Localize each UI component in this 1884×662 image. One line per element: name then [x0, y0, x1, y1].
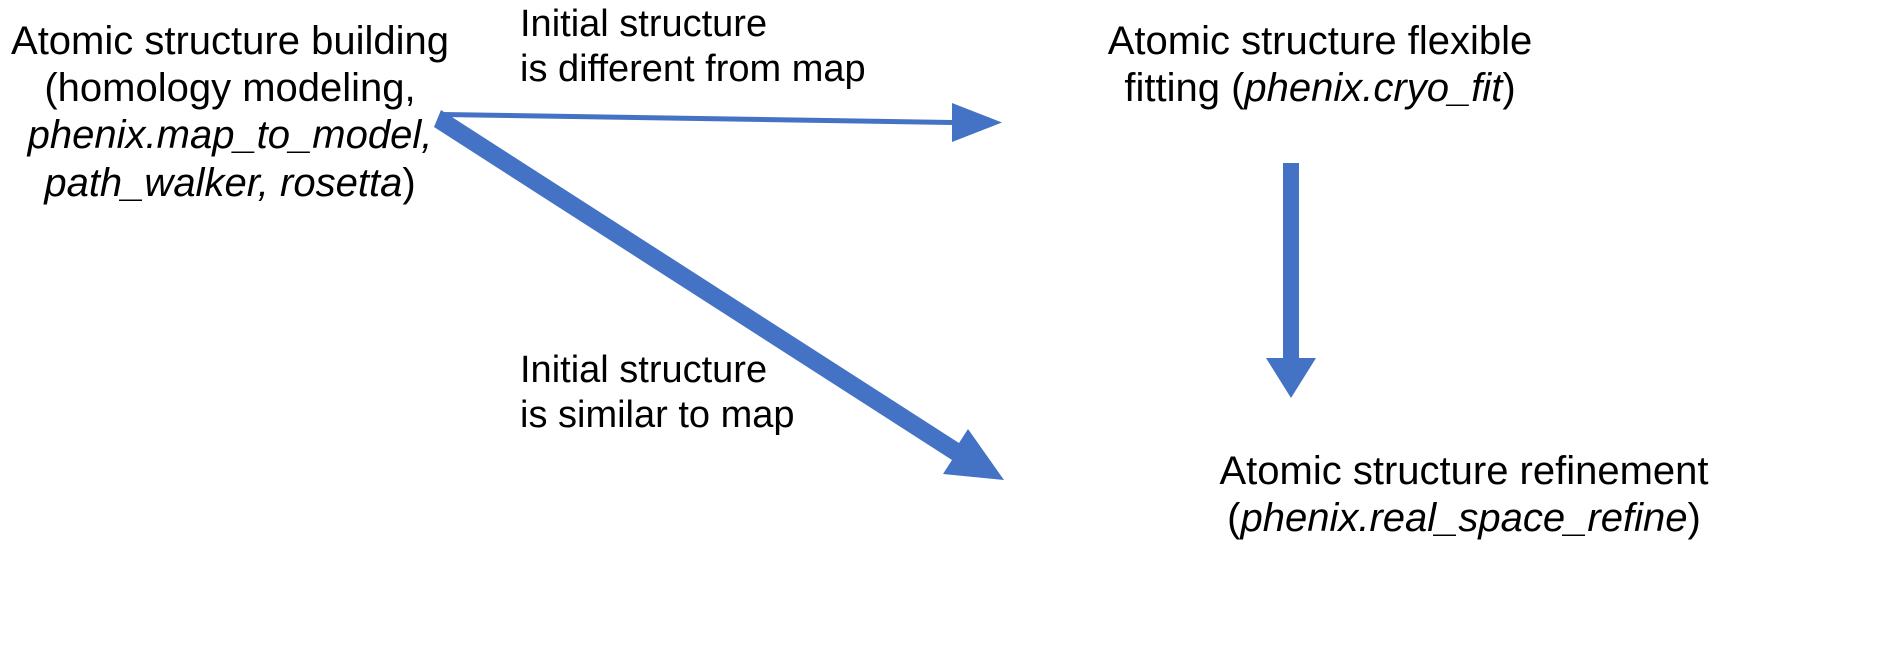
edge-label-different-line-2: is different from map	[520, 47, 866, 90]
node-build-line-2: (homology modeling,	[44, 66, 416, 111]
node-build-line-4-italic: path_walker, rosetta	[44, 160, 403, 205]
node-refine-line-1: Atomic structure refinement	[1219, 449, 1709, 493]
node-flexfit-line-2-italic: phenix.cryo_fit	[1244, 66, 1503, 111]
node-atomic-structure-refinement: Atomic structure refinement (phenix.real…	[1045, 448, 1883, 542]
node-build-line-4: path_walker, rosetta)	[0, 160, 460, 207]
node-flexfit-line-2-head: fitting (	[1124, 66, 1245, 111]
node-flexfit-line-1: Atomic structure flexible	[1107, 19, 1533, 63]
node-refine-line-2-tail: )	[1687, 496, 1701, 541]
edge-label-different-from-map: Initial structure is different from map	[520, 2, 940, 92]
edge-label-similar-to-map: Initial structure is similar to map	[520, 348, 940, 438]
node-flexfit-line-2: fitting (phenix.cryo_fit)	[1070, 65, 1570, 112]
edge-label-similar-line-1: Initial structure	[520, 349, 768, 391]
node-atomic-structure-building: Atomic structure building (homology mode…	[0, 18, 460, 207]
edge-label-similar-line-2: is similar to map	[520, 393, 795, 436]
node-build-line-3: phenix.map_to_model,	[27, 113, 433, 158]
node-atomic-structure-flexible-fitting: Atomic structure flexible fitting (pheni…	[1070, 18, 1570, 112]
arrow-flexible-fitting-to-refinement	[1266, 163, 1316, 398]
node-build-line-1: Atomic structure building	[11, 19, 449, 63]
node-build-line-4-tail: )	[402, 160, 416, 205]
node-refine-line-2: (phenix.real_space_refine)	[1045, 495, 1883, 542]
node-refine-line-2-italic: phenix.real_space_refine	[1240, 496, 1688, 541]
edge-label-different-line-1: Initial structure	[520, 3, 768, 45]
node-refine-line-2-head: (	[1227, 496, 1241, 541]
node-flexfit-line-2-tail: )	[1502, 66, 1516, 111]
arrow-build-to-flexible-fitting	[442, 103, 1002, 142]
